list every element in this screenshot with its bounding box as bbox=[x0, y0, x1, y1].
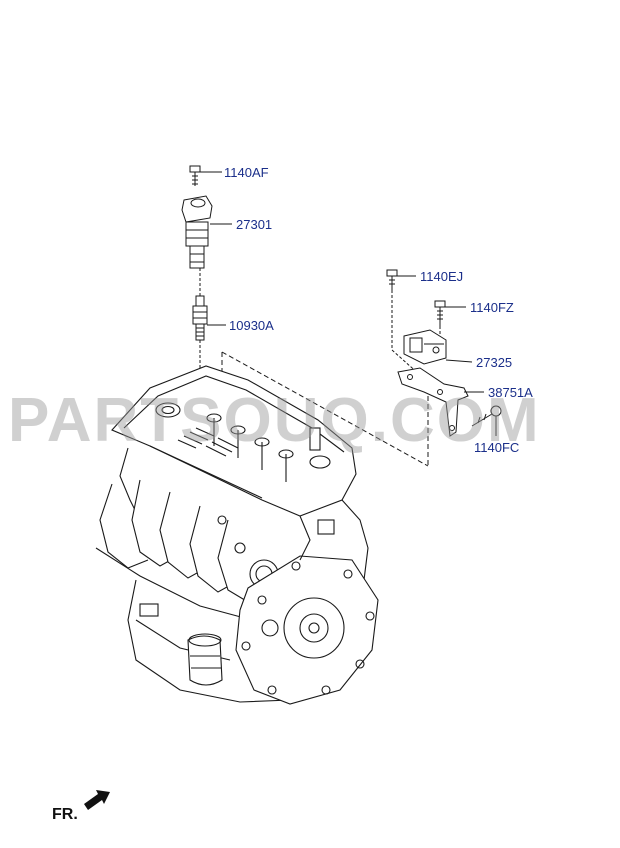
callout-38751A[interactable]: 38751A bbox=[488, 385, 533, 400]
bolt-1140AF-drawing bbox=[189, 165, 201, 186]
callout-1140FZ[interactable]: 1140FZ bbox=[470, 300, 514, 315]
bracket-38751A-drawing bbox=[397, 367, 469, 437]
bolt-1140FC-drawing bbox=[471, 405, 502, 427]
ignition-coil-27301-drawing bbox=[181, 195, 213, 269]
callout-1140FC[interactable]: 1140FC bbox=[474, 440, 520, 455]
callout-27325[interactable]: 27325 bbox=[476, 355, 513, 370]
callout-27301[interactable]: 27301 bbox=[236, 217, 273, 232]
callout-10930A[interactable]: 10930A bbox=[229, 318, 274, 333]
bolt-1140EJ-drawing bbox=[386, 269, 398, 290]
sensor-27325-drawing bbox=[403, 329, 447, 365]
spark-plug-10930A-drawing bbox=[192, 295, 208, 341]
bolt-1140FZ-drawing bbox=[434, 300, 446, 326]
front-arrow-icon bbox=[84, 790, 110, 810]
engine-block-drawing bbox=[95, 365, 379, 705]
front-direction-label: FR. bbox=[52, 806, 78, 823]
callout-1140EJ[interactable]: 1140EJ bbox=[420, 269, 464, 284]
callout-1140AF[interactable]: 1140AF bbox=[224, 165, 269, 180]
